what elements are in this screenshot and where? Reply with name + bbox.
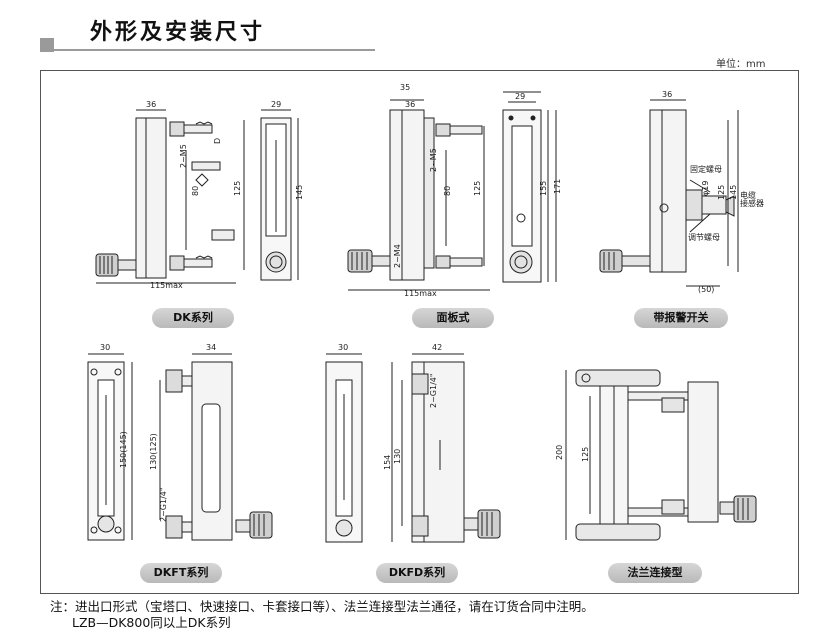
drawing-dkft-series	[87, 353, 273, 541]
label-dkft-series: DKFT系列	[140, 563, 222, 583]
dimension-label: φ19	[701, 181, 710, 196]
dimension-label: 125	[233, 181, 242, 196]
dimension-label: 145	[729, 185, 738, 200]
dimension-label: 36	[662, 90, 672, 99]
dimension-label: 145	[295, 185, 304, 200]
dimension-label: 115max	[404, 289, 437, 298]
dimension-label: 电缆	[740, 190, 756, 200]
dimension-label: 200	[555, 445, 564, 460]
title-underline	[40, 49, 375, 51]
dimension-label: 155	[539, 181, 548, 196]
dimension-label: 130(125)	[149, 433, 158, 470]
dimension-label: 2~G1/4"	[159, 487, 168, 522]
dimension-label: 34	[206, 343, 216, 352]
page-title: 外形及安装尺寸	[90, 20, 266, 45]
title-marker	[40, 38, 54, 52]
label-alarm-switch: 带报警开关	[634, 308, 728, 328]
dimension-label: 130	[393, 449, 402, 464]
dimension-label: 30	[338, 343, 348, 352]
dimension-label: 调节螺母	[688, 232, 720, 242]
footnote-line-1: 注：进出口形式（宝塔口、快速接口、卡套接口等）、法兰连接型法兰通径，请在订货合同…	[50, 599, 594, 614]
dimension-label: 2~G1/4"	[429, 373, 438, 408]
dimension-label: 80	[443, 186, 452, 196]
dimension-label: (50)	[698, 285, 714, 294]
dimension-label: 固定螺母	[690, 164, 722, 174]
dimension-label: 125	[581, 447, 590, 462]
drawing-panel-mount	[347, 91, 557, 291]
dimension-label: 115max	[150, 281, 183, 290]
drawing-frame	[40, 70, 799, 594]
dimension-label: 171	[553, 179, 562, 194]
dimension-label: 154	[383, 455, 392, 470]
drawing-alarm-switch	[599, 99, 739, 287]
label-flange-type: 法兰连接型	[608, 563, 702, 583]
dimension-label: 42	[432, 343, 442, 352]
footnote-line-2: LZB—DK800同以上DK系列	[72, 615, 231, 630]
dimension-label: 接感器	[740, 198, 764, 208]
dimension-label: 2~M4	[393, 244, 402, 268]
dimension-label: 125	[717, 185, 726, 200]
dimension-label: 36	[146, 100, 156, 109]
footnote: 注：进出口形式（宝塔口、快速接口、卡套接口等）、法兰连接型法兰通径，请在订货合同…	[50, 599, 594, 631]
dimension-label: 2~M5	[179, 144, 188, 168]
unit-label: 单位：mm	[716, 59, 766, 70]
label-dkfd-series: DKFD系列	[376, 563, 458, 583]
dimension-label: 35	[400, 83, 410, 92]
dimension-label: 36	[405, 100, 415, 109]
dimension-label: 29	[271, 100, 281, 109]
dimension-label: 80	[191, 186, 200, 196]
dimension-label: 150(145)	[119, 431, 128, 468]
label-panel-mount: 面板式	[412, 308, 494, 328]
dimension-label: D	[213, 138, 222, 144]
drawing-dk-series	[95, 109, 299, 284]
dimension-label: 30	[100, 343, 110, 352]
drawing-dkfd-series	[325, 353, 501, 543]
dimension-label: 125	[473, 181, 482, 196]
label-dk-series: DK系列	[152, 308, 234, 328]
dimension-label: 29	[515, 92, 525, 101]
drawing-flange-type	[565, 369, 757, 541]
dimension-label: 2~M5	[429, 148, 438, 172]
